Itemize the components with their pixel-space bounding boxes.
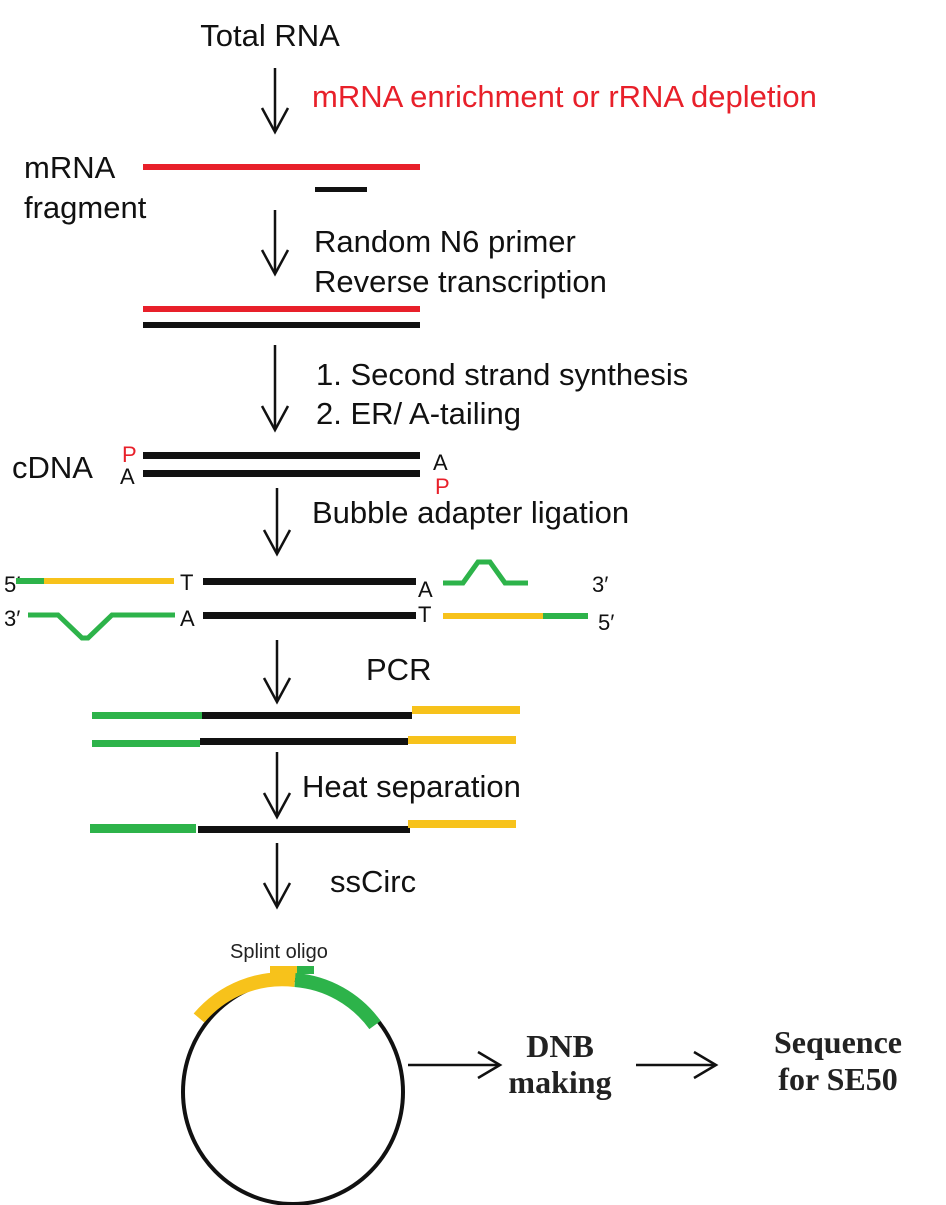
step-random-primer-label: Random N6 primer <box>314 224 576 259</box>
splint-oligo-yellow <box>270 966 297 974</box>
circle-adapter-yellow <box>193 972 296 1023</box>
step-adapter-ligation-label: Bubble adapter ligation <box>312 495 629 530</box>
arrow-down-4 <box>262 488 292 557</box>
bubble-adapter-right <box>443 559 528 586</box>
n6-primer <box>315 187 367 192</box>
a-tail-right: A <box>433 450 448 475</box>
arrow-down-5 <box>262 640 292 705</box>
step-er-a-tailing-label: 2. ER/ A-tailing <box>316 396 521 431</box>
making-label: making <box>508 1064 611 1100</box>
a-overhang-right: A <box>418 577 433 602</box>
arrow-down-3 <box>260 345 290 433</box>
t-overhang-left: T <box>180 570 193 595</box>
mrna-strand <box>143 164 420 170</box>
three-prime-left: 3′ <box>4 606 20 631</box>
cdna-label: cDNA <box>12 450 93 485</box>
splint-oligo-green <box>297 966 314 974</box>
arrow-down-6 <box>262 752 292 820</box>
cdna-bottom-strand <box>143 470 420 477</box>
fragment-label: fragment <box>24 190 147 225</box>
first-strand-cdna <box>143 322 420 328</box>
for-se50-label: for SE50 <box>778 1061 897 1097</box>
splint-oligo-label: Splint oligo <box>230 941 328 963</box>
mrna-label: mRNA <box>24 150 116 185</box>
step-second-strand-label: 1. Second strand synthesis <box>316 357 688 392</box>
t-overhang-right: T <box>418 602 431 627</box>
arrow-right-1 <box>408 1050 503 1080</box>
pcr-product-1 <box>92 706 520 719</box>
rna-strand <box>143 306 420 312</box>
arrow-down-7 <box>262 843 292 910</box>
step-rt-label: Reverse transcription <box>314 264 607 299</box>
bubble-adapter-left <box>28 612 175 641</box>
five-prime-right: 5′ <box>598 610 614 635</box>
single-strand-product <box>90 820 516 833</box>
cdna-top-strand <box>143 452 420 459</box>
arrow-down-1 <box>260 68 290 135</box>
arrow-right-2 <box>636 1050 719 1080</box>
a-overhang-left: A <box>180 606 195 631</box>
adapter-ligation-product: 5′ T A 3′ 3′ A T 5′ <box>4 559 614 641</box>
phosphate-left: P <box>122 442 137 467</box>
step-enrichment-label: mRNA enrichment or rRNA depletion <box>312 79 817 114</box>
a-tail-left: A <box>120 464 135 489</box>
five-prime-left: 5′ <box>4 572 20 597</box>
phosphate-right: P <box>435 474 450 499</box>
title-total-rna: Total RNA <box>200 18 340 53</box>
circle-adapter-green <box>294 973 381 1030</box>
dnb-label: DNB <box>526 1028 594 1064</box>
step-pcr-label: PCR <box>366 652 431 687</box>
three-prime-right: 3′ <box>592 572 608 597</box>
sequence-label: Sequence <box>774 1024 902 1060</box>
arrow-down-2 <box>260 210 290 277</box>
pcr-product-2 <box>92 736 516 747</box>
step-heat-separation-label: Heat separation <box>302 769 521 804</box>
step-sscirc-label: ssCirc <box>330 864 416 899</box>
